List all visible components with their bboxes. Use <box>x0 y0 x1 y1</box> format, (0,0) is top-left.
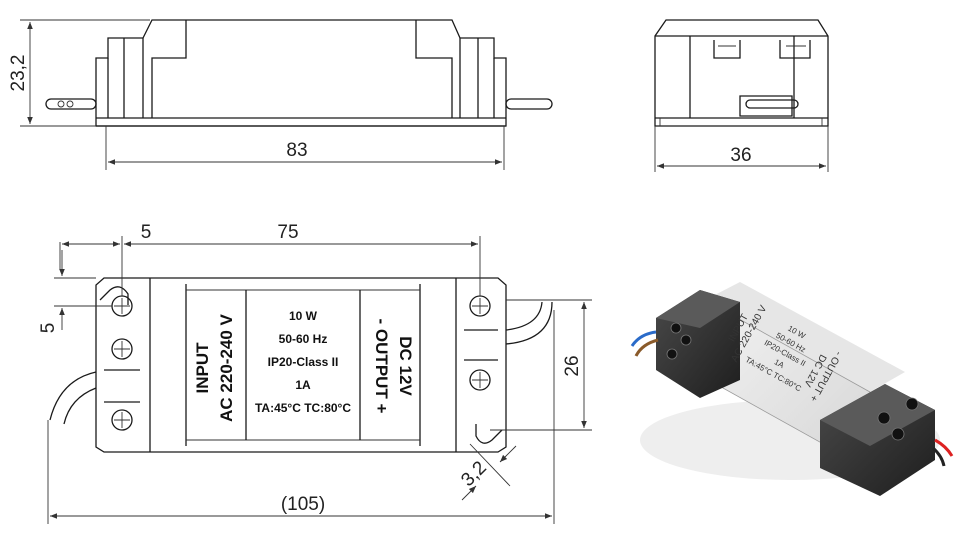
hole-spacing-dimension: 75 <box>277 222 298 243</box>
end-view <box>654 19 829 127</box>
label-output-voltage: DC 12V <box>396 336 415 396</box>
photo-label-current: 1A <box>773 357 787 370</box>
body-width-dimension: 26 <box>562 355 583 376</box>
height-dimension: 23,2 <box>8 55 29 92</box>
label-input-voltage: AC 220-240 V <box>217 313 236 421</box>
width-dimension: 36 <box>730 145 751 166</box>
label-input: INPUT <box>193 342 212 394</box>
length-dimension: 83 <box>286 140 307 161</box>
label-output: - OUTPUT + <box>372 319 391 414</box>
label-power: 10 W <box>289 309 318 323</box>
slot-width-dimension: 3,2 <box>457 457 491 491</box>
side-view <box>45 19 553 127</box>
label-protection: IP20-Class II <box>268 355 339 369</box>
device-label: INPUT AC 220-240 V 10 W 50-60 Hz IP20-Cl… <box>193 309 415 422</box>
hole-offset-x-dimension: 5 <box>141 222 152 243</box>
overall-length-dimension: (105) <box>281 494 325 515</box>
label-temperatures: TA:45°C TC:80°C <box>255 401 351 415</box>
product-photo: INPUT AC 220-240 V 10 W 50-60 Hz IP20-Cl… <box>630 282 954 496</box>
hole-offset-y-dimension: 5 <box>38 323 59 334</box>
label-current: 1A <box>295 378 311 392</box>
label-frequency: 50-60 Hz <box>279 332 328 346</box>
top-view <box>49 277 553 453</box>
